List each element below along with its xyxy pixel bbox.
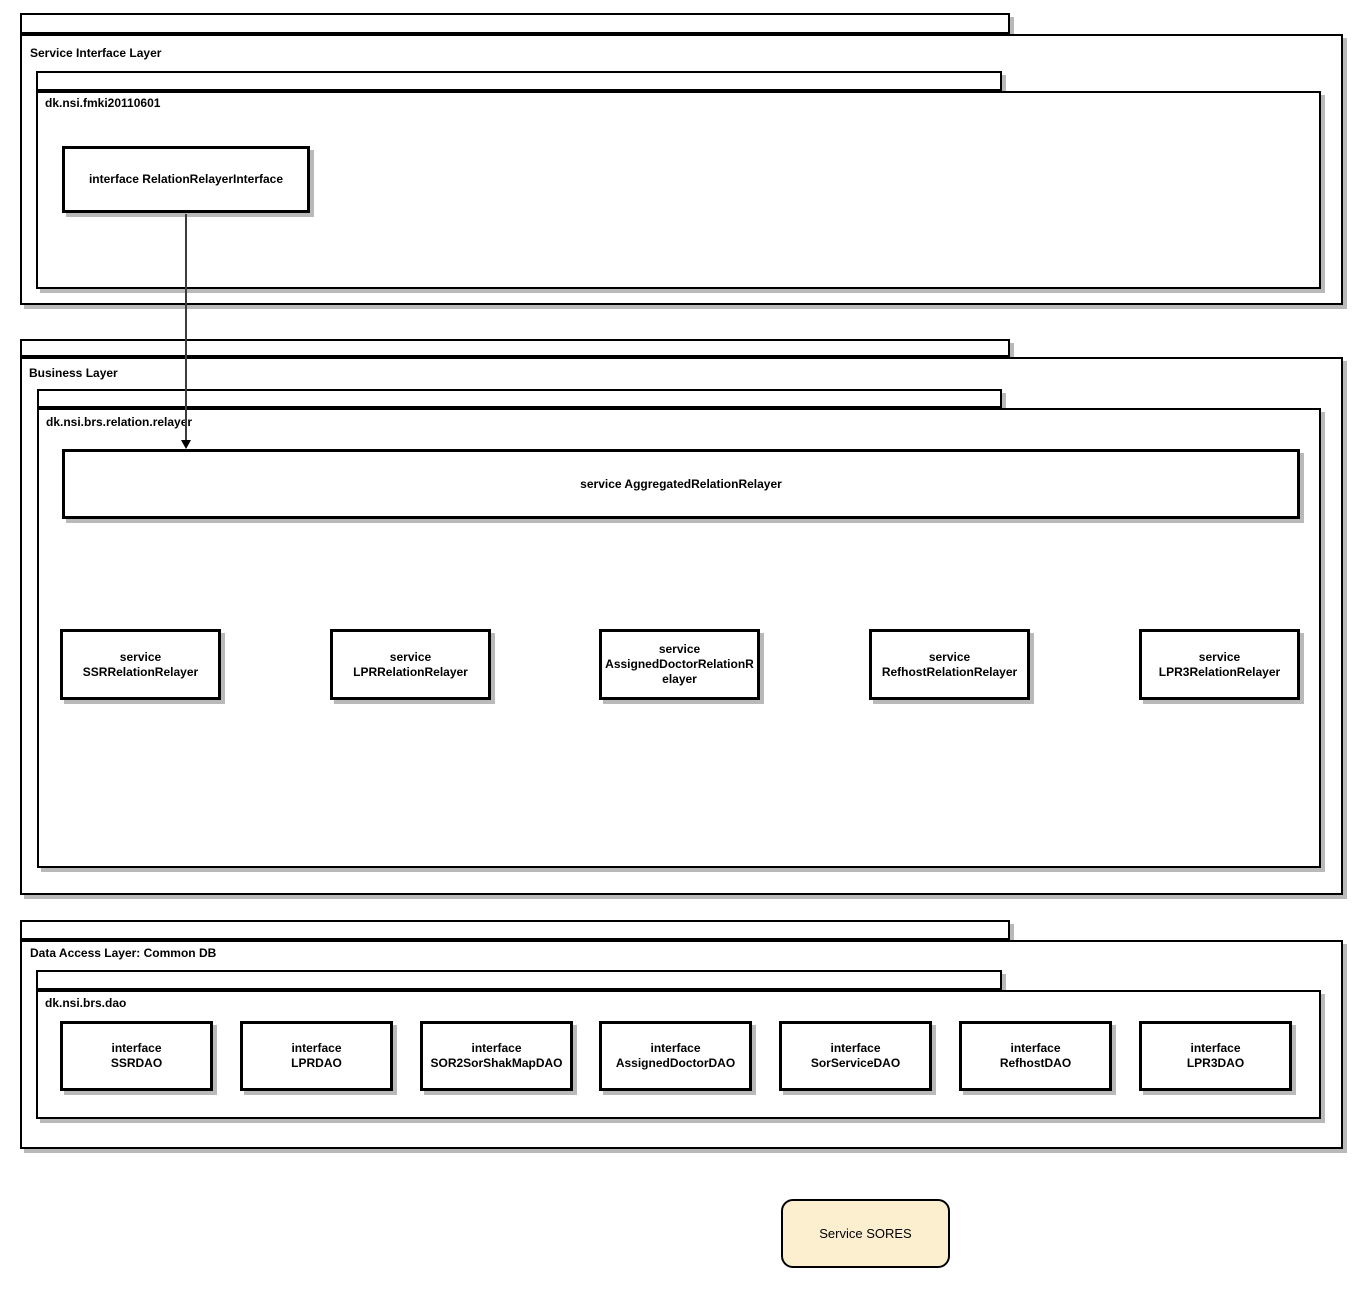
- node-lpr3-relation-relayer: service LPR3RelationRelayer: [1139, 629, 1300, 700]
- node-ssr-relation-relayer: service SSRRelationRelayer: [60, 629, 221, 700]
- business-layer-tab: [20, 339, 1010, 357]
- node-lpr-relation-relayer: service LPRRelationRelayer: [330, 629, 491, 700]
- node-assigned-doctor-relation-relayer: service AssignedDoctorRelationRelayer: [599, 629, 760, 700]
- business-layer-title: Business Layer: [29, 366, 118, 380]
- relayer-dependency-line: [185, 214, 187, 442]
- node-assigned-doctor-dao: interface AssignedDoctorDAO: [599, 1021, 752, 1091]
- fmki-package-tab: [36, 71, 1002, 91]
- node-relation-relayer-interface: interface RelationRelayerInterface: [62, 146, 310, 213]
- node-refhost-relation-relayer: service RefhostRelationRelayer: [869, 629, 1030, 700]
- service-interface-layer-title: Service Interface Layer: [30, 46, 162, 60]
- relation-relayer-package-label: dk.nsi.brs.relation.relayer: [46, 415, 193, 429]
- data-access-layer-title: Data Access Layer: Common DB: [30, 946, 217, 960]
- node-lpr3-dao: interface LPR3DAO: [1139, 1021, 1292, 1091]
- node-sor2sorshakmap-dao: interface SOR2SorShakMapDAO: [420, 1021, 573, 1091]
- node-aggregated-relation-relayer: service AggregatedRelationRelayer: [62, 449, 1300, 519]
- dao-package-tab: [36, 970, 1002, 990]
- service-interface-layer-tab: [20, 13, 1010, 34]
- node-lpr-dao: interface LPRDAO: [240, 1021, 393, 1091]
- data-access-layer-tab: [20, 920, 1010, 940]
- node-refhost-dao: interface RefhostDAO: [959, 1021, 1112, 1091]
- service-sores-node: Service SORES: [781, 1199, 950, 1268]
- dao-package-label: dk.nsi.brs.dao: [45, 996, 127, 1010]
- fmki-package-label: dk.nsi.fmki20110601: [45, 96, 161, 110]
- relayer-dependency-arrowhead: [181, 440, 191, 449]
- node-sorservice-dao: interface SorServiceDAO: [779, 1021, 932, 1091]
- relation-relayer-package-tab: [37, 389, 1002, 408]
- node-ssr-dao: interface SSRDAO: [60, 1021, 213, 1091]
